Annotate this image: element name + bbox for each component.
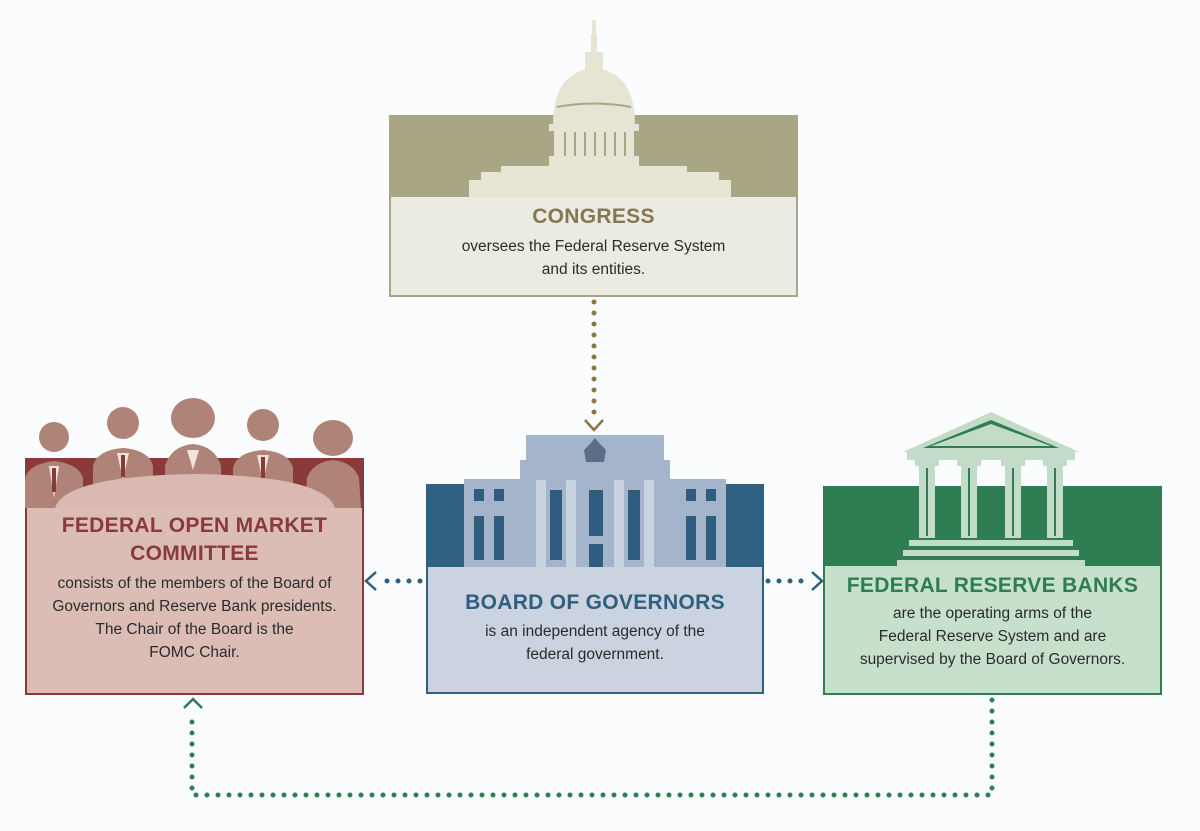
fomc-title-line: COMMITTEE: [130, 542, 259, 565]
fomc-title: FEDERAL OPEN MARKET COMMITTEE: [27, 512, 362, 568]
board-title: BOARD OF GOVERNORS: [465, 591, 725, 614]
fomc-title-line: FEDERAL OPEN MARKET: [61, 514, 328, 537]
board-desc-line: federal government.: [526, 646, 664, 663]
congress-card: CONGRESS oversees the Federal Reserve Sy…: [389, 197, 798, 297]
banks-desc-line: are the operating arms of the: [892, 605, 1093, 622]
board-card: BOARD OF GOVERNORS is an independent age…: [426, 567, 764, 694]
bank-building-icon: [897, 412, 1085, 567]
federal-building-icon: [464, 435, 726, 567]
fomc-desc-line: Governors and Reserve Bank presidents.: [52, 598, 337, 615]
congress-to-board-arrowhead: [584, 419, 604, 432]
congress-description: oversees the Federal Reserve System and …: [391, 235, 796, 281]
board-desc-line: is an independent agency of the: [485, 623, 705, 640]
banks-to-fomc-arrowhead: [183, 697, 203, 709]
capitol-icon: [469, 20, 731, 197]
committee-members-icon: [25, 398, 361, 508]
fomc-desc-line: consists of the members of the Board of: [57, 575, 332, 592]
fomc-card: FEDERAL OPEN MARKET COMMITTEE consists o…: [25, 508, 364, 695]
fomc-description: consists of the members of the Board of …: [27, 572, 362, 664]
congress-desc-line: oversees the Federal Reserve System: [461, 238, 726, 255]
eagle-icon: [584, 438, 606, 462]
congress-title: CONGRESS: [532, 205, 655, 228]
board-to-banks-arrowhead: [811, 571, 824, 591]
banks-desc-line: supervised by the Board of Governors.: [859, 651, 1126, 668]
fomc-desc-line: The Chair of the Board is the: [95, 621, 294, 638]
banks-card: FEDERAL RESERVE BANKS are the operating …: [823, 566, 1162, 695]
congress-desc-line: and its entities.: [541, 261, 646, 278]
banks-title: FEDERAL RESERVE BANKS: [846, 574, 1139, 597]
board-to-fomc-arrowhead: [364, 571, 377, 591]
board-description: is an independent agency of the federal …: [428, 620, 762, 666]
fomc-desc-line: FOMC Chair.: [149, 644, 240, 661]
banks-description: are the operating arms of the Federal Re…: [825, 602, 1160, 671]
banks-to-fomc-connector: [189, 697, 995, 798]
banks-desc-line: Federal Reserve System and are: [878, 628, 1107, 645]
